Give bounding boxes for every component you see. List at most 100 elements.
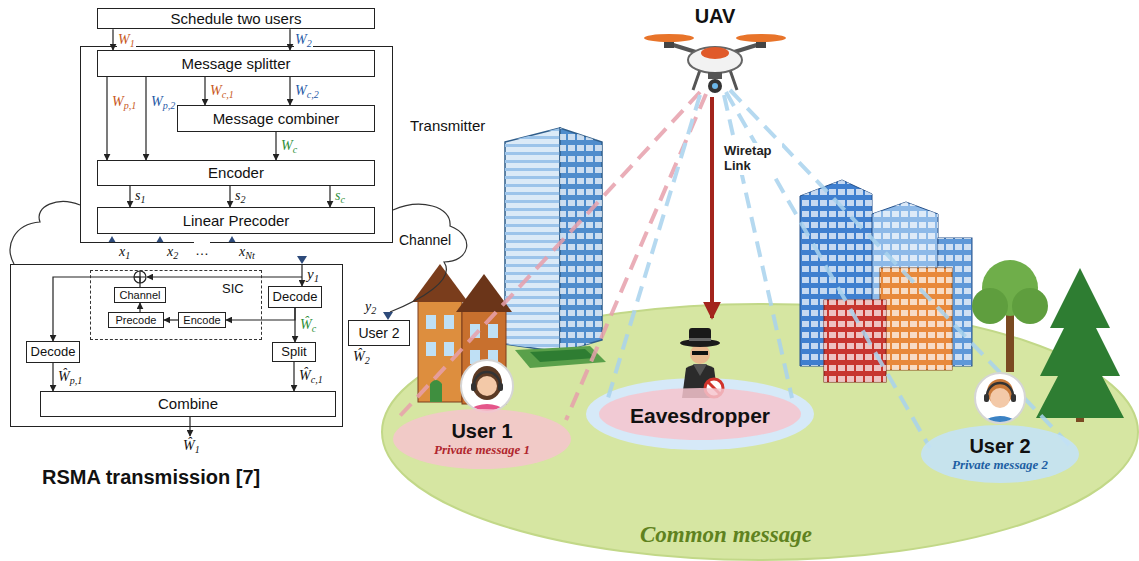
beam-line bbox=[566, 94, 706, 420]
node-title: Eavesdropper bbox=[630, 404, 770, 428]
node-title: Split bbox=[281, 345, 306, 360]
receiver-box: y1DecodeSICChannelPrecodeEncodeSplitDeco… bbox=[10, 264, 343, 427]
math-base: y bbox=[365, 299, 371, 314]
math-base: Ŵ bbox=[353, 349, 365, 364]
antenna-symbol bbox=[108, 236, 116, 243]
process-box: Combine bbox=[40, 391, 336, 417]
house bbox=[430, 380, 442, 402]
process-box: Message combiner bbox=[177, 105, 375, 132]
channel-cloud bbox=[10, 202, 80, 264]
edge-label-text: s2 bbox=[234, 188, 247, 204]
math-subscript: c bbox=[312, 322, 316, 333]
antenna-symbol bbox=[297, 256, 307, 264]
math-base: x bbox=[239, 244, 245, 259]
signal-arrow bbox=[229, 186, 230, 207]
node-title: Channel bbox=[120, 289, 161, 301]
process-box: Encoder bbox=[97, 160, 375, 186]
signal-arrow bbox=[226, 308, 295, 320]
signal-arrow bbox=[139, 303, 140, 312]
node-title: Message splitter bbox=[181, 55, 290, 72]
node-title: UAV bbox=[695, 5, 736, 28]
transmitter-box: TransmitterMessage splitterMessage combi… bbox=[80, 46, 393, 243]
eavesdropper-figure bbox=[680, 328, 723, 398]
city-buildings bbox=[824, 300, 886, 382]
math-base: s bbox=[335, 188, 340, 203]
uav-drone bbox=[708, 72, 722, 79]
user-avatar bbox=[984, 394, 989, 402]
process-box: Linear Precoder bbox=[97, 207, 375, 234]
signal-label: Ŵ1 bbox=[182, 438, 201, 454]
node-title: Decode bbox=[273, 290, 318, 305]
math-subscript: c,1 bbox=[311, 374, 323, 385]
city-buildings bbox=[880, 268, 952, 370]
user-avatar bbox=[477, 376, 497, 396]
signal-label: Ŵc bbox=[299, 317, 317, 333]
figure-caption: RSMA transmission [7] bbox=[42, 466, 260, 489]
node-title: Encode bbox=[183, 314, 220, 326]
signal-label: xNt bbox=[238, 244, 256, 260]
wiretap-arrow bbox=[710, 97, 714, 318]
tree bbox=[972, 260, 1124, 422]
node-title: SIC bbox=[222, 282, 244, 297]
signal-label: Ŵp,1 bbox=[57, 369, 83, 385]
house bbox=[426, 342, 436, 356]
eavesdropper-zone: Eavesdropper bbox=[598, 318, 802, 442]
node-title: Decode bbox=[31, 345, 76, 360]
skyscraper bbox=[505, 128, 560, 352]
sic-box: SIC ChannelPrecode Encode bbox=[90, 270, 262, 340]
edge-label-text: s1 bbox=[134, 188, 147, 204]
math-subscript: 1 bbox=[125, 250, 130, 261]
skyscraper bbox=[560, 128, 602, 352]
beam-line bbox=[398, 92, 700, 418]
user-avatar bbox=[987, 383, 1013, 396]
process-box: Channel bbox=[114, 287, 166, 303]
uav-drone bbox=[736, 34, 786, 42]
uav-drone bbox=[701, 47, 729, 59]
math-base: Ŵ bbox=[183, 438, 195, 453]
edge-label-text: W1 bbox=[117, 32, 136, 48]
node-title: Precode bbox=[116, 314, 157, 326]
math-subscript: c,1 bbox=[222, 88, 234, 99]
label-text: x1 bbox=[118, 244, 131, 260]
edge-label-text: Wp,1 bbox=[111, 94, 137, 110]
user-avatar bbox=[474, 372, 500, 385]
signal-label: Wp,2 bbox=[150, 94, 176, 110]
signal-arrow bbox=[204, 77, 205, 105]
edge-label-text: Ŵc,1 bbox=[298, 368, 324, 384]
uav-drone bbox=[644, 34, 786, 93]
eavesdropper-figure bbox=[693, 364, 707, 376]
tree bbox=[1012, 288, 1048, 324]
tree bbox=[1036, 268, 1124, 418]
math-base: W bbox=[210, 83, 222, 98]
user-avatar bbox=[975, 373, 1025, 423]
user-avatar bbox=[460, 366, 514, 416]
math-base: x bbox=[119, 244, 125, 259]
edge-label-text: Wc bbox=[280, 138, 298, 154]
label-text: Ŵ2 bbox=[352, 349, 371, 365]
label-text: … bbox=[194, 242, 210, 258]
signal-arrow bbox=[293, 362, 294, 391]
math-base: x bbox=[167, 244, 173, 259]
process-box: Schedule two users bbox=[97, 8, 375, 29]
uav-drone bbox=[712, 83, 718, 89]
user-avatar bbox=[471, 383, 476, 391]
math-subscript: 2 bbox=[371, 305, 376, 316]
edge-label-text: sc bbox=[334, 188, 346, 204]
user-avatar bbox=[472, 366, 502, 400]
signal-label: Wp,1 bbox=[111, 94, 137, 110]
signal-arrow bbox=[329, 186, 330, 207]
signal-label: Ŵc,1 bbox=[298, 368, 324, 384]
signal-wire bbox=[301, 264, 302, 286]
user-zone: User 2Private message 2 bbox=[920, 424, 1080, 484]
math-subscript: 2 bbox=[307, 37, 312, 48]
node-title: Linear Precoder bbox=[183, 212, 290, 229]
math-subscript: 2 bbox=[365, 355, 370, 366]
math-base: W bbox=[295, 32, 307, 47]
label-text: xNt bbox=[238, 244, 256, 260]
math-subscript: p,1 bbox=[124, 99, 137, 110]
math-base: W bbox=[281, 138, 293, 153]
math-subscript: Nt bbox=[245, 250, 255, 261]
process-box: Message splitter bbox=[97, 50, 375, 77]
math-subscript: p,1 bbox=[70, 374, 83, 385]
math-subscript: 1 bbox=[314, 272, 319, 284]
